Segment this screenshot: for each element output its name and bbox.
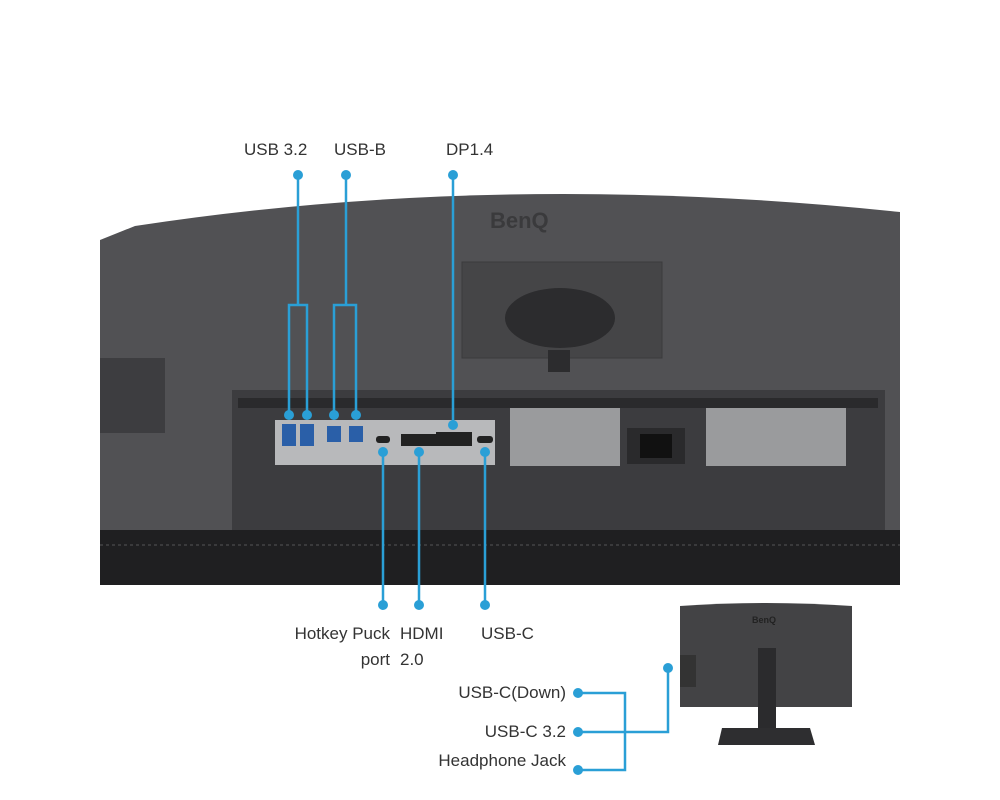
label-hdmi: HDMI	[400, 624, 444, 643]
label-dp14: DP1.4	[446, 140, 494, 159]
label-usbb: USB-B	[334, 140, 386, 159]
label-hotkey-port: port	[360, 650, 390, 669]
label-hotkey-puck: Hotkey Puck	[294, 624, 390, 643]
svg-text:BenQ: BenQ	[752, 615, 776, 625]
label-headphone-jack: Headphone Jack	[438, 751, 566, 770]
callout-lines	[287, 175, 670, 772]
label-usbc-down: USB-C(Down)	[458, 683, 566, 702]
monitor-back-closeup: BenQ	[100, 194, 900, 585]
label-usbc: USB-C	[481, 624, 534, 643]
callout-dots	[284, 170, 673, 775]
brand-logo: BenQ	[490, 208, 549, 233]
label-hdmi-version: 2.0	[400, 650, 424, 669]
monitor-rear-thumbnail: BenQ	[680, 603, 852, 745]
label-usb32: USB 3.2	[244, 140, 308, 159]
label-usbc-32: USB-C 3.2	[484, 722, 566, 741]
